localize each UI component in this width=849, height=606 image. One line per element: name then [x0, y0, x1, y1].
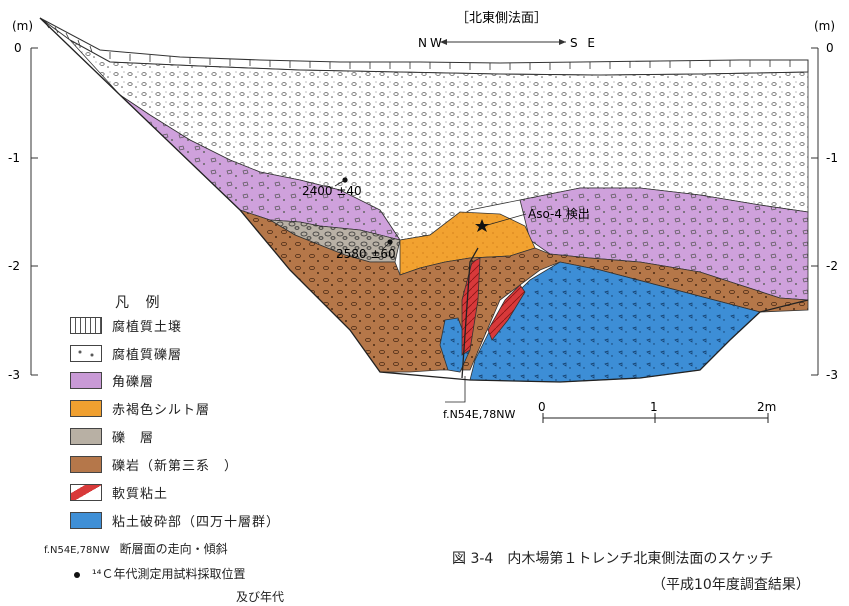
c14-note: ¹⁴Ｃ年代測定用試料採取位置	[74, 565, 245, 582]
legend-item-pebble: 礫 層	[70, 426, 154, 446]
fault-label: f.N54E,78NW	[443, 408, 515, 421]
legend-label: 腐植質土壌	[112, 319, 183, 335]
right-tick-2: -2	[826, 259, 838, 273]
soft-clay-swatch	[70, 483, 102, 501]
figure-caption: 図 3-4 内木場第１トレンチ北東側法面のスケッチ	[452, 551, 774, 567]
legend-label: 腐植質礫層	[112, 347, 183, 363]
humic-soil-swatch	[70, 316, 102, 334]
c14-dot-icon	[74, 571, 80, 578]
legend-label: 礫岩（新第三系 ）	[112, 458, 239, 474]
fault-leader	[445, 376, 466, 403]
left-tick-2: -2	[8, 259, 20, 273]
legend-label: 赤褐色シルト層	[112, 402, 211, 418]
pebble-swatch	[70, 427, 102, 445]
legend-label: 礫 層	[112, 430, 155, 446]
legend-title: 凡 例	[115, 295, 166, 311]
aso-4-star-icon	[475, 219, 489, 232]
legend-label: 角礫層	[112, 374, 155, 390]
legend-item-conglomerate: 礫岩（新第三系 ）	[70, 454, 238, 474]
fault-code: f.N54E,78NW	[44, 545, 110, 556]
legend-item-silt: 赤褐色シルト層	[70, 398, 210, 418]
legend-item-soft-clay: 軟質粘土	[70, 482, 168, 502]
fault-notation-note: f.N54E,78NW 断層面の走向・傾斜	[44, 540, 228, 557]
c14-date-1: 2400 ±40	[302, 184, 362, 198]
crushed-clay-swatch	[70, 511, 102, 529]
direction-se: S E	[570, 36, 598, 50]
scale-label-1: 1	[650, 400, 658, 414]
left-axis-unit: (m)	[12, 19, 33, 33]
scale-bar	[542, 413, 769, 423]
date-1-leader	[334, 179, 346, 187]
left-tick-1: -1	[8, 151, 20, 165]
c14-date-2: 2580 ±60	[336, 247, 396, 261]
section-title: ［北東側法面］	[456, 10, 547, 26]
scale-label-0: 0	[538, 400, 546, 414]
direction-arrow-left-head	[440, 39, 447, 45]
legend-label: 軟質粘土	[112, 486, 169, 502]
trench-outline	[39, 17, 809, 383]
aso-4-leader	[483, 213, 527, 227]
right-axis-unit: (m)	[814, 19, 835, 33]
breccia-swatch	[70, 371, 102, 389]
soft-clay-layer-right	[487, 284, 526, 341]
direction-nw: NW	[418, 36, 445, 50]
right-tick-3: -3	[826, 368, 838, 382]
left-depth-axis	[30, 47, 38, 376]
legend-item-crushed-clay: 粘土破砕部（四万十層群）	[70, 510, 280, 530]
legend-item-humic-soil: 腐植質土壌	[70, 315, 182, 335]
left-tick-3: -3	[8, 368, 20, 382]
legend-label: 粘土破砕部（四万十層群）	[112, 514, 281, 530]
legend-item-humic-gravel: 腐植質礫層	[70, 343, 182, 363]
fault-desc: 断層面の走向・傾斜	[119, 542, 228, 556]
figure-caption-sub: （平成10年度調査結果）	[652, 577, 810, 593]
conglomerate-swatch	[70, 455, 102, 473]
right-depth-axis	[811, 47, 819, 376]
c14-line-2: 及び年代	[236, 590, 285, 604]
conglomerate-layer	[238, 209, 809, 373]
aso-4-label: Aso-4 検出	[528, 207, 590, 221]
left-tick-0: 0	[14, 41, 22, 55]
scale-label-2: 2m	[757, 400, 776, 414]
soft-clay-layer	[461, 257, 481, 356]
direction-arrow-right-head	[559, 39, 566, 45]
c14-line-1: ¹⁴Ｃ年代測定用試料採取位置	[91, 567, 246, 581]
legend-item-breccia: 角礫層	[70, 370, 154, 390]
date-2-leader	[381, 241, 391, 251]
silt-swatch	[70, 399, 102, 417]
fault-line	[461, 247, 479, 379]
humic-gravel-swatch	[70, 344, 102, 362]
right-tick-1: -1	[826, 151, 838, 165]
right-tick-0: 0	[826, 41, 834, 55]
